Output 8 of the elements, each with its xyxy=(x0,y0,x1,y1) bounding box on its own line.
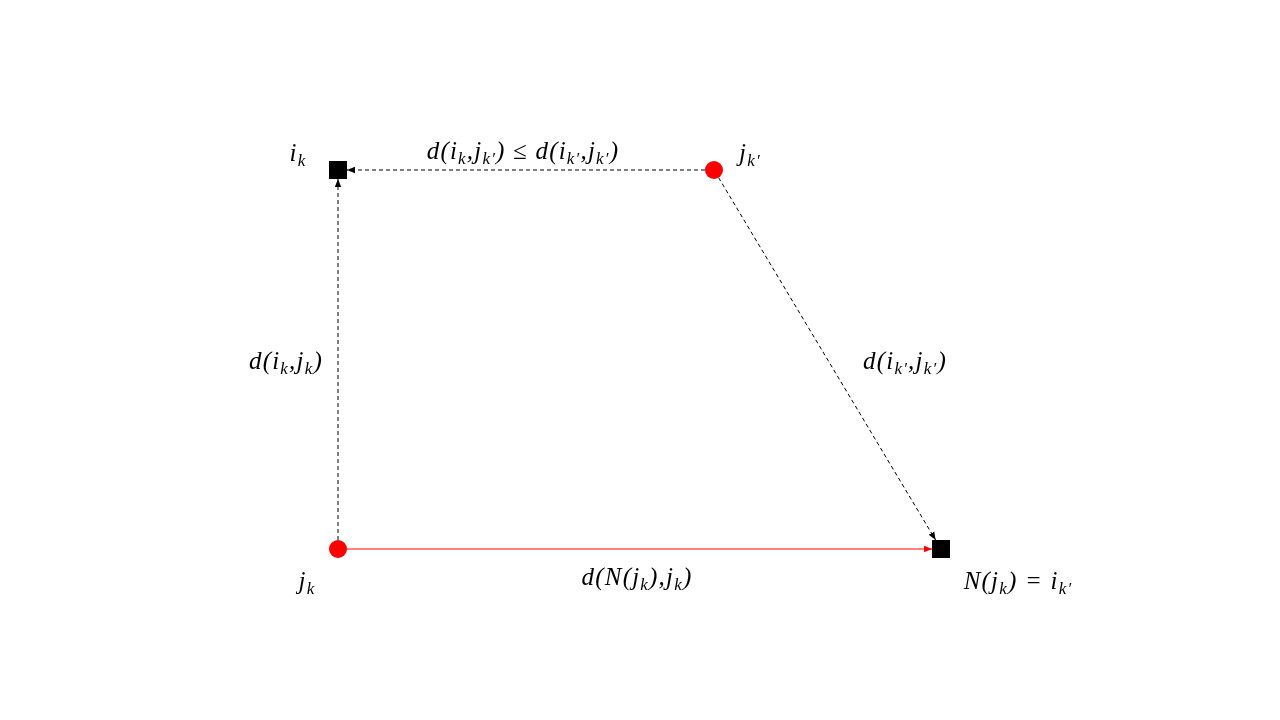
dot-node xyxy=(705,161,723,179)
square-node xyxy=(329,161,347,179)
arrow xyxy=(346,545,933,553)
dashed-arrow xyxy=(346,166,706,174)
dashed-arrow xyxy=(334,178,342,541)
dot-node xyxy=(329,540,347,558)
dashed-arrow xyxy=(718,177,937,541)
square-node xyxy=(932,540,950,558)
